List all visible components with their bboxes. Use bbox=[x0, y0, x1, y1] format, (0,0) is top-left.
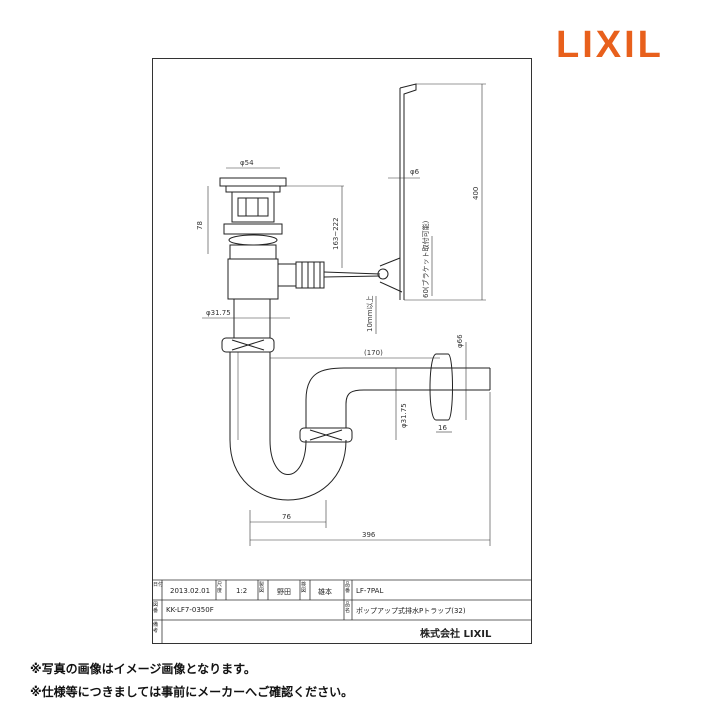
dim-6: φ6 bbox=[410, 168, 420, 176]
drain-body bbox=[231, 191, 275, 223]
value-product-code: LF-7PAL bbox=[356, 587, 384, 595]
lock-nut bbox=[223, 223, 283, 235]
dim-76: 76 bbox=[282, 513, 291, 521]
drain-window bbox=[237, 197, 269, 217]
dim-400: 400 bbox=[472, 187, 480, 200]
drain-cap bbox=[225, 185, 281, 193]
slip-nut-upper bbox=[221, 337, 275, 353]
coupling-nut bbox=[229, 244, 277, 260]
dim-170: (170) bbox=[364, 349, 383, 357]
dim-163-222: 163~222 bbox=[332, 217, 340, 250]
tee-body bbox=[227, 258, 279, 300]
value-date: 2013.02.01 bbox=[170, 587, 211, 595]
wall-flange bbox=[429, 353, 453, 421]
value-scale: 1:2 bbox=[236, 587, 248, 595]
value-checked: 雄本 bbox=[318, 588, 332, 596]
label-scale: 尺度 bbox=[217, 582, 223, 594]
dim-10mm: 10mm以上 bbox=[365, 295, 374, 332]
dim-78: 78 bbox=[196, 221, 204, 230]
trap-bend-outer bbox=[229, 439, 347, 501]
drawing-sheet bbox=[152, 58, 532, 644]
label-product: 品番 bbox=[345, 582, 351, 594]
knurled-nut bbox=[295, 261, 325, 289]
value-product-name: ポップアップ式排水Pトラップ(32) bbox=[356, 607, 466, 615]
slip-nut-lower bbox=[299, 427, 353, 443]
lift-rod bbox=[399, 83, 417, 300]
note-spec: ※仕様等につきましては事前にメーカーへご確認ください。 bbox=[30, 685, 354, 699]
dim-396: 396 bbox=[362, 531, 376, 539]
dim-60: 60(ブラケット取付可能) bbox=[421, 220, 430, 298]
tee-branch bbox=[277, 263, 297, 287]
dim-31-75-top: φ31.75 bbox=[206, 309, 231, 317]
label-date: 日付 bbox=[153, 582, 164, 588]
drain-flange bbox=[219, 177, 287, 187]
company-name: 株式会社 LIXIL bbox=[420, 629, 492, 640]
title-block bbox=[152, 579, 532, 644]
label-drawing-no: 図番 bbox=[153, 602, 159, 614]
lixil-logo: LIXIL bbox=[556, 24, 664, 66]
trap-bend-inner bbox=[269, 439, 307, 475]
value-drawn: 野田 bbox=[277, 588, 291, 596]
dim-16: 16 bbox=[438, 424, 447, 432]
label-checked: 検図 bbox=[301, 582, 307, 594]
washer bbox=[228, 234, 278, 246]
dim-54: φ54 bbox=[240, 159, 254, 167]
note-image: ※写真の画像はイメージ画像となります。 bbox=[30, 662, 256, 676]
label-remarks: 備考 bbox=[153, 622, 159, 634]
label-drawn: 製図 bbox=[259, 582, 265, 594]
dim-31-75-bottom: φ31.75 bbox=[400, 403, 408, 428]
label-name: 品名 bbox=[345, 602, 351, 614]
pivot-clip bbox=[377, 268, 389, 280]
value-drawing-no: KK-LF7-0350F bbox=[166, 606, 214, 614]
dim-66: φ66 bbox=[456, 334, 464, 348]
